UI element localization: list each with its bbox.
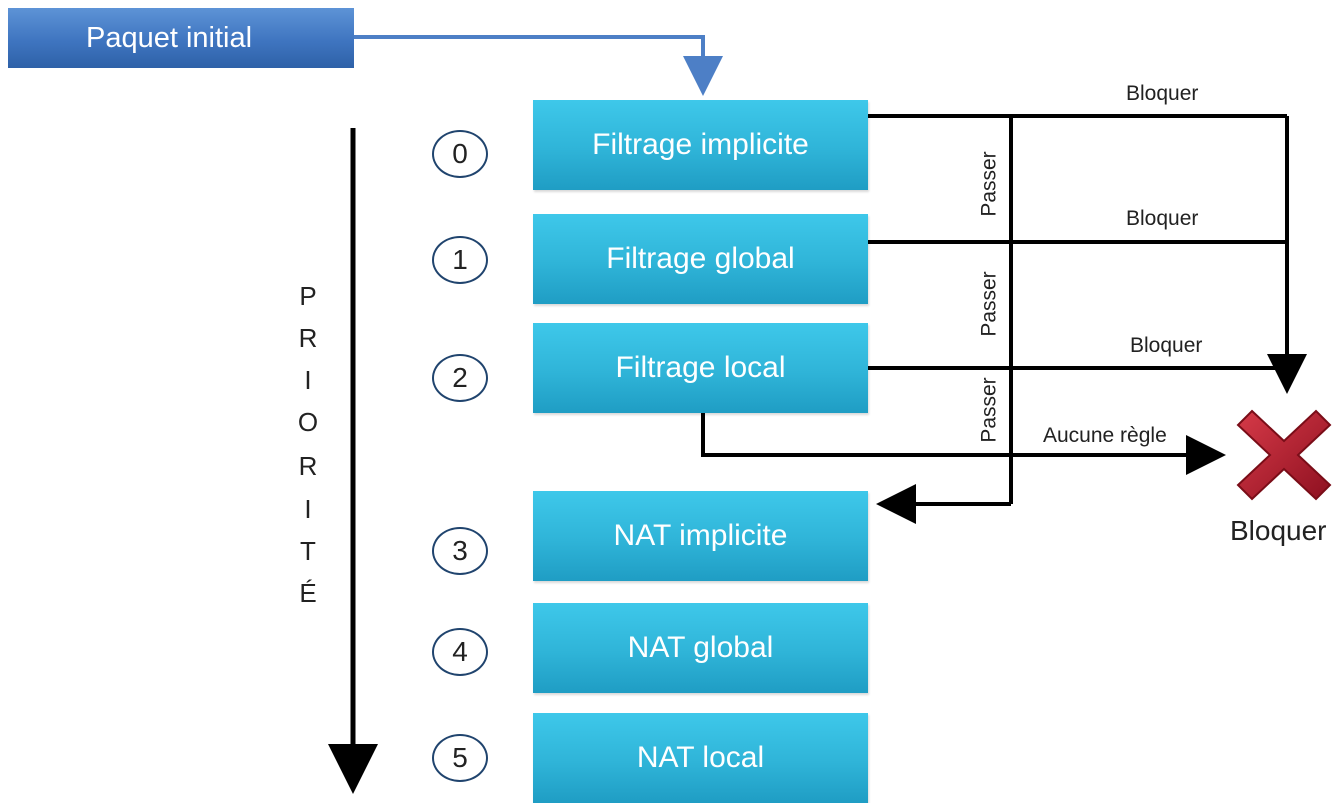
stage-number-4: 4 [432,628,488,676]
stage-implicit-nat: NAT implicite [533,491,868,581]
pass-label: Passer [977,377,1001,443]
stage-number-2: 2 [432,354,488,402]
block-label: Bloquer [1126,207,1199,230]
initial-packet-box: Paquet initial [8,8,354,68]
priority-letter: T [300,536,316,566]
priority-letter: I [304,494,312,524]
stage-number-1: 1 [432,236,488,284]
stage-local-nat: NAT local [533,713,868,803]
priority-letter: R [298,323,318,353]
initial-packet-label: Paquet initial [86,22,253,54]
priority-letter: R [298,451,318,481]
pass-label: Passer [977,271,1001,337]
red-x-icon [1236,409,1332,501]
no-rule-label: Aucune règle [1043,424,1167,447]
stage-global-nat: NAT global [533,603,868,693]
priority-letter: P [299,281,317,311]
priority-letter: É [299,578,317,608]
pass-label: Passer [977,151,1001,217]
stage-local-filtering: Filtrage local [533,323,868,413]
stage-number-0: 0 [432,130,488,178]
block-result-label: Bloquer [1230,515,1327,546]
no-rule-arrow [701,413,1226,475]
priority-letter: I [304,365,312,395]
stage-implicit-filtering: Filtrage implicite [533,100,868,190]
stage-global-filtering: Filtrage global [533,214,868,304]
block-label: Bloquer [1130,334,1203,357]
input-arrow [354,35,723,96]
priority-letter: O [297,407,319,437]
block-label: Bloquer [1126,82,1199,105]
stage-number-3: 3 [432,527,488,575]
stage-number-5: 5 [432,734,488,782]
